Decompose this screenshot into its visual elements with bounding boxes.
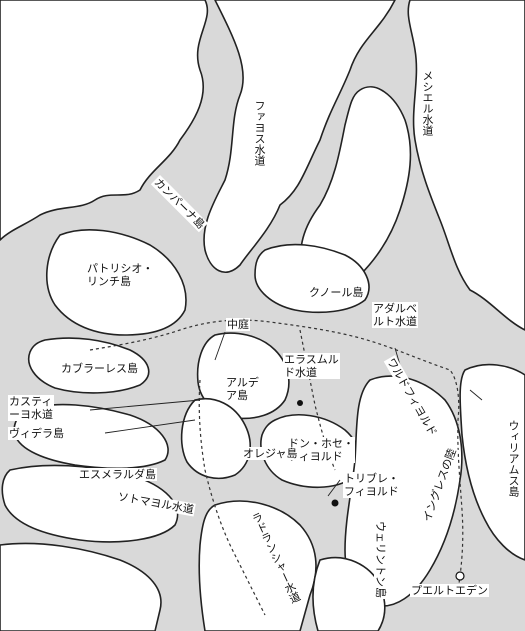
label-erasmo-channel: エラスムル ド水道 [283,353,340,379]
town-marker-tribune [331,499,339,507]
label-adalberto-channel: アダルベ ルト水道 [372,302,418,328]
william-island [459,363,525,561]
leader-william [469,389,483,401]
leader-tribune [327,479,341,497]
north-east-landmass [407,0,525,331]
label-cabrales-island: カブラーレス島 [60,362,139,375]
campana-landmass [203,0,396,273]
label-knorr-island: クノール島 [308,286,365,299]
leader-castillo [89,399,201,411]
leader-patio [214,331,226,361]
north-west-landmass [0,0,209,241]
shipping-route [89,319,464,591]
town-marker-don-jose [297,400,303,406]
label-tribune-fjord: トリブレ・ フィヨルド [343,472,400,498]
label-wellington-island: ウェリントン島 [374,520,387,599]
label-messier-channel: メシエル水道 [420,70,435,136]
label-william-island: ウィリアムス島 [506,420,521,497]
andrade-island [196,332,290,420]
southern-route [198,379,266,616]
label-fallos-channel: ファヨス水道 [252,100,267,166]
label-vidal-island: ヴィデラ島 [8,427,65,440]
label-patio: 中庭 [226,318,250,331]
label-puerto-eden: プエルトエデン [410,584,489,597]
leader-vidal [104,419,196,434]
label-andrade-island: アルデ ア島 [225,376,260,402]
puerto-eden-marker [455,571,465,581]
label-patricio-lynch-island: パトリシオ・ リンチ島 [86,262,155,288]
south-west-land [0,542,162,631]
south-east-land [312,556,386,631]
label-castillo-channel: カスティ ーヨ水道 [8,395,54,421]
olleja-island [180,398,251,479]
label-olleja-island: オレジャ島 [242,447,299,460]
label-esmeralda-island: エスメラルダ島 [78,468,157,481]
